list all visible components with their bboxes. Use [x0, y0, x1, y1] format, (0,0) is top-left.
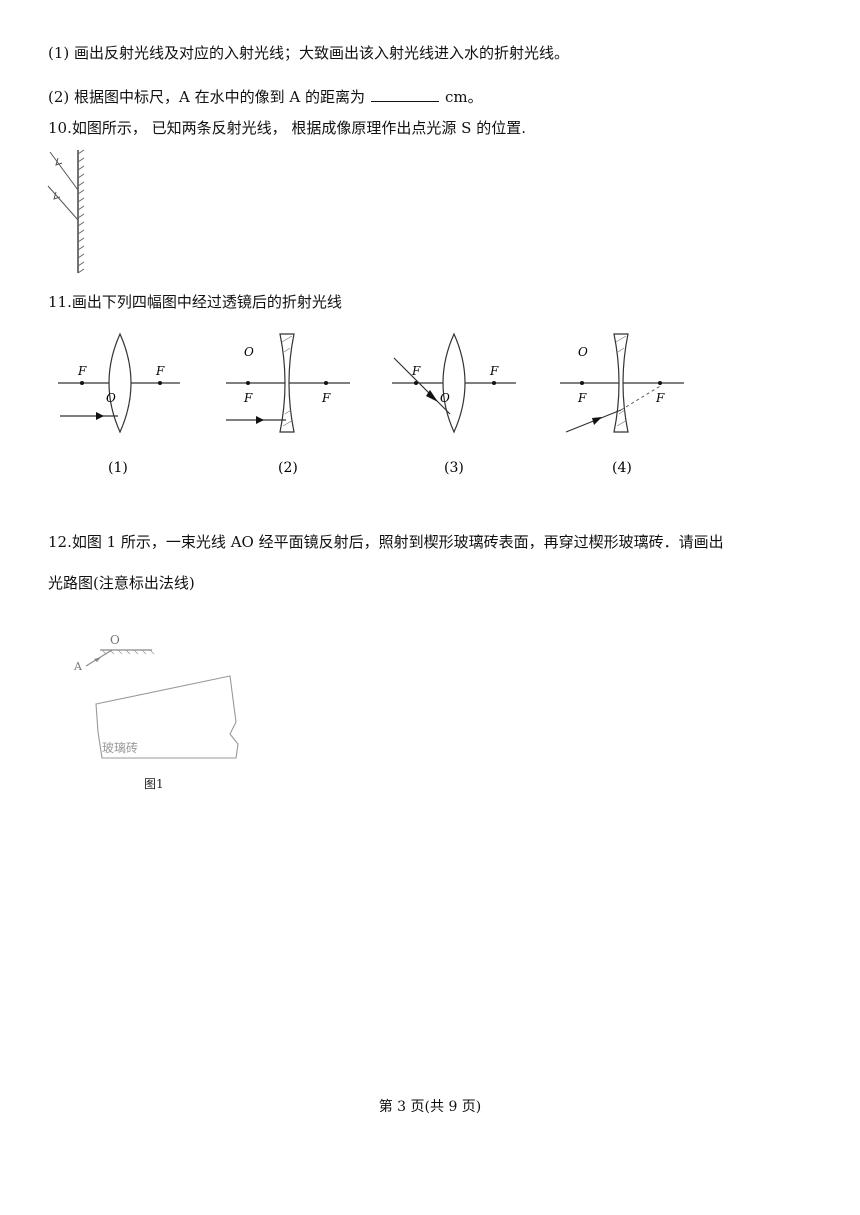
- q9-part2-suffix: cm。: [445, 88, 483, 106]
- mirror-hatching: [77, 149, 85, 274]
- caption-2: (2): [278, 460, 298, 476]
- q9-part2: (2) 根据图中标尺，A 在水中的像到 A 的距离为 cm。: [48, 86, 483, 107]
- arrow-head-1: [55, 157, 63, 166]
- q9-part2-prefix: (2) 根据图中标尺，A 在水中的像到 A 的距离为: [48, 88, 365, 106]
- focus-left: [580, 381, 584, 385]
- convex-lens: [108, 332, 132, 434]
- label-F-left: F: [577, 391, 587, 405]
- incident-ray: [393, 357, 451, 415]
- label-F-right: F: [489, 364, 499, 378]
- label-F-left: F: [77, 364, 87, 378]
- focus-left: [80, 381, 84, 385]
- ray-arrow: [256, 416, 264, 424]
- ray-arrow: [96, 412, 104, 420]
- label-O: O: [106, 391, 116, 405]
- convex-lens: [442, 332, 466, 434]
- reflected-ray-2: [47, 185, 79, 221]
- q10-text: 10.如图所示， 已知两条反射光线， 根据成像原理作出点光源 S 的位置.: [48, 119, 526, 137]
- wedge-glass-brick: [95, 675, 239, 759]
- ray-arrow: [94, 657, 101, 662]
- ray-arrow: [426, 390, 438, 402]
- q11-figure-3: F F O (3): [392, 332, 516, 476]
- reflected-ray-1: [49, 151, 79, 191]
- q11-text: 11.画出下列四幅图中经过透镜后的折射光线: [48, 293, 342, 311]
- q12-figure: O A 玻璃砖 图1: [73, 633, 239, 791]
- ray-arrow: [592, 417, 602, 425]
- label-F-left: F: [411, 364, 421, 378]
- label-F-right: F: [321, 391, 331, 405]
- focus-right: [324, 381, 328, 385]
- label-F-left: F: [243, 391, 253, 405]
- q10-mirror-figure: [47, 149, 85, 274]
- q11-figure-1: F F O (1): [58, 332, 180, 476]
- label-F-right: F: [155, 364, 165, 378]
- label-A: A: [73, 660, 83, 673]
- q11-figure-2: O F F (2): [226, 333, 350, 476]
- caption-4: (4): [612, 460, 632, 476]
- focus-left: [246, 381, 250, 385]
- answer-blank[interactable]: [371, 87, 439, 102]
- arrow-head-2: [53, 191, 61, 200]
- extension-dashed: [620, 384, 663, 411]
- figure-caption: 图1: [144, 777, 164, 791]
- label-O: O: [110, 633, 120, 647]
- focus-right: [658, 381, 662, 385]
- q9-part1: (1) 画出反射光线及对应的入射光线；大致画出该入射光线进入水的折射光线。: [48, 44, 570, 62]
- focus-left: [414, 381, 418, 385]
- label-O: O: [244, 345, 254, 359]
- focus-right: [158, 381, 162, 385]
- caption-3: (3): [444, 460, 464, 476]
- page-footer: 第 3 页(共 9 页): [378, 1099, 482, 1115]
- mirror-hatching: [101, 649, 155, 655]
- glass-label: 玻璃砖: [102, 740, 138, 755]
- label-F-right: F: [655, 391, 665, 405]
- focus-right: [492, 381, 496, 385]
- concave-lens: [613, 333, 629, 433]
- caption-1: (1): [108, 460, 128, 476]
- lens-hatching: [281, 335, 294, 427]
- q11-figure-4: O F F (4): [560, 333, 684, 476]
- label-O: O: [578, 345, 588, 359]
- label-O: O: [440, 391, 450, 405]
- lens-hatching: [615, 335, 628, 427]
- q12-text-line2: 光路图(注意标出法线): [48, 574, 195, 592]
- q12-text-line1: 12.如图 1 所示，一束光线 AO 经平面镜反射后，照射到楔形玻璃砖表面，再穿…: [48, 533, 724, 551]
- concave-lens: [279, 333, 295, 433]
